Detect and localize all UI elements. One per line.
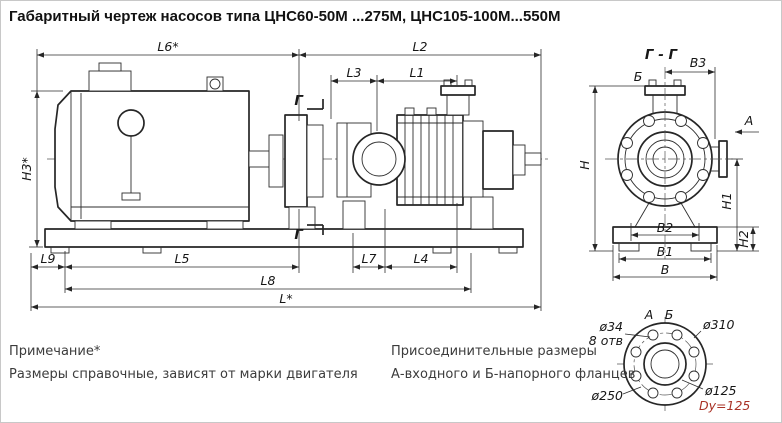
dim-label-l4: L4	[414, 251, 429, 266]
dim-label-b: В	[661, 262, 670, 277]
dim-label-l6: L6*	[157, 39, 178, 54]
dim-label-b1: В1	[657, 244, 674, 259]
bolt-circle	[633, 332, 697, 396]
dim-label-l1: L1	[410, 65, 425, 80]
dim-label-h2: Н2	[736, 230, 751, 247]
pump-body	[336, 79, 542, 230]
flange-outer-circle	[623, 322, 707, 406]
page-title: Габаритный чертеж насосов типа ЦНС60-50М…	[9, 8, 561, 25]
note-left-body: Размеры справочные, зависят от марки дви…	[9, 367, 358, 382]
detail-label-a: А	[644, 307, 654, 322]
flange-detail: А Б ø34 8 отв ø310 ø250 ø125 Dy=125	[589, 307, 751, 413]
dim-label-l8: L8	[261, 273, 276, 288]
dim-label-hole-dia: ø34	[598, 319, 623, 334]
dim-label-bore-dia: ø125	[704, 383, 737, 398]
dim-label-b3: В3	[690, 55, 707, 70]
side-view: Г Г	[19, 39, 549, 311]
note-left-title: Примечание*	[9, 344, 101, 359]
pump-support	[342, 200, 366, 230]
terminal-box	[88, 70, 132, 92]
detail-label-b: Б	[665, 307, 674, 322]
motor-foot	[206, 220, 244, 230]
flange-label-b: Б	[634, 69, 643, 84]
dim-label-nominal-bore: Dy=125	[699, 398, 750, 413]
discharge-flange	[440, 85, 476, 96]
note-right-title: Присоединительные размеры	[391, 344, 597, 359]
side-view-dimensions: L6* L2 L3 L1 Н3* L9 L5 L7 L4 L8 L*	[19, 39, 542, 311]
lifting-eye	[117, 109, 145, 137]
dim-label-hole-count: 8 отв	[589, 333, 623, 348]
dim-label-l5: L5	[175, 251, 190, 266]
pump-support	[470, 196, 494, 230]
end-view: Г - Г	[577, 47, 759, 281]
electric-motor	[54, 62, 250, 230]
motor-foot	[74, 220, 112, 230]
dim-label-b2: В2	[657, 220, 674, 235]
dim-label-h: Н	[577, 160, 592, 170]
dim-label-h3: Н3*	[19, 157, 34, 181]
baseplate	[44, 228, 524, 254]
dim-label-l9: L9	[41, 251, 56, 266]
dim-label-l2: L2	[413, 39, 428, 54]
end-view-dimensions: В3 Н Н1 Н2 В2 В1	[577, 55, 759, 281]
section-title: Г - Г	[645, 47, 679, 63]
suction-cover	[352, 132, 406, 186]
dim-label-l7: L7	[362, 251, 377, 266]
dim-label-l3: L3	[347, 65, 362, 80]
discharge-neck	[446, 94, 470, 116]
bearing-housing	[482, 130, 514, 190]
flange-label-a: А	[744, 113, 754, 128]
shaft-end	[524, 152, 542, 166]
dim-label-bolt-circle-dia: ø250	[590, 388, 623, 403]
flange-bore	[643, 342, 687, 386]
dim-label-outer-dia: ø310	[702, 317, 735, 332]
dim-label-l: L*	[279, 291, 292, 306]
dim-label-h1: Н1	[719, 192, 734, 209]
note-right-body: А-входного и Б-напорного фланцев	[391, 367, 636, 382]
coupling-guard	[248, 114, 324, 230]
